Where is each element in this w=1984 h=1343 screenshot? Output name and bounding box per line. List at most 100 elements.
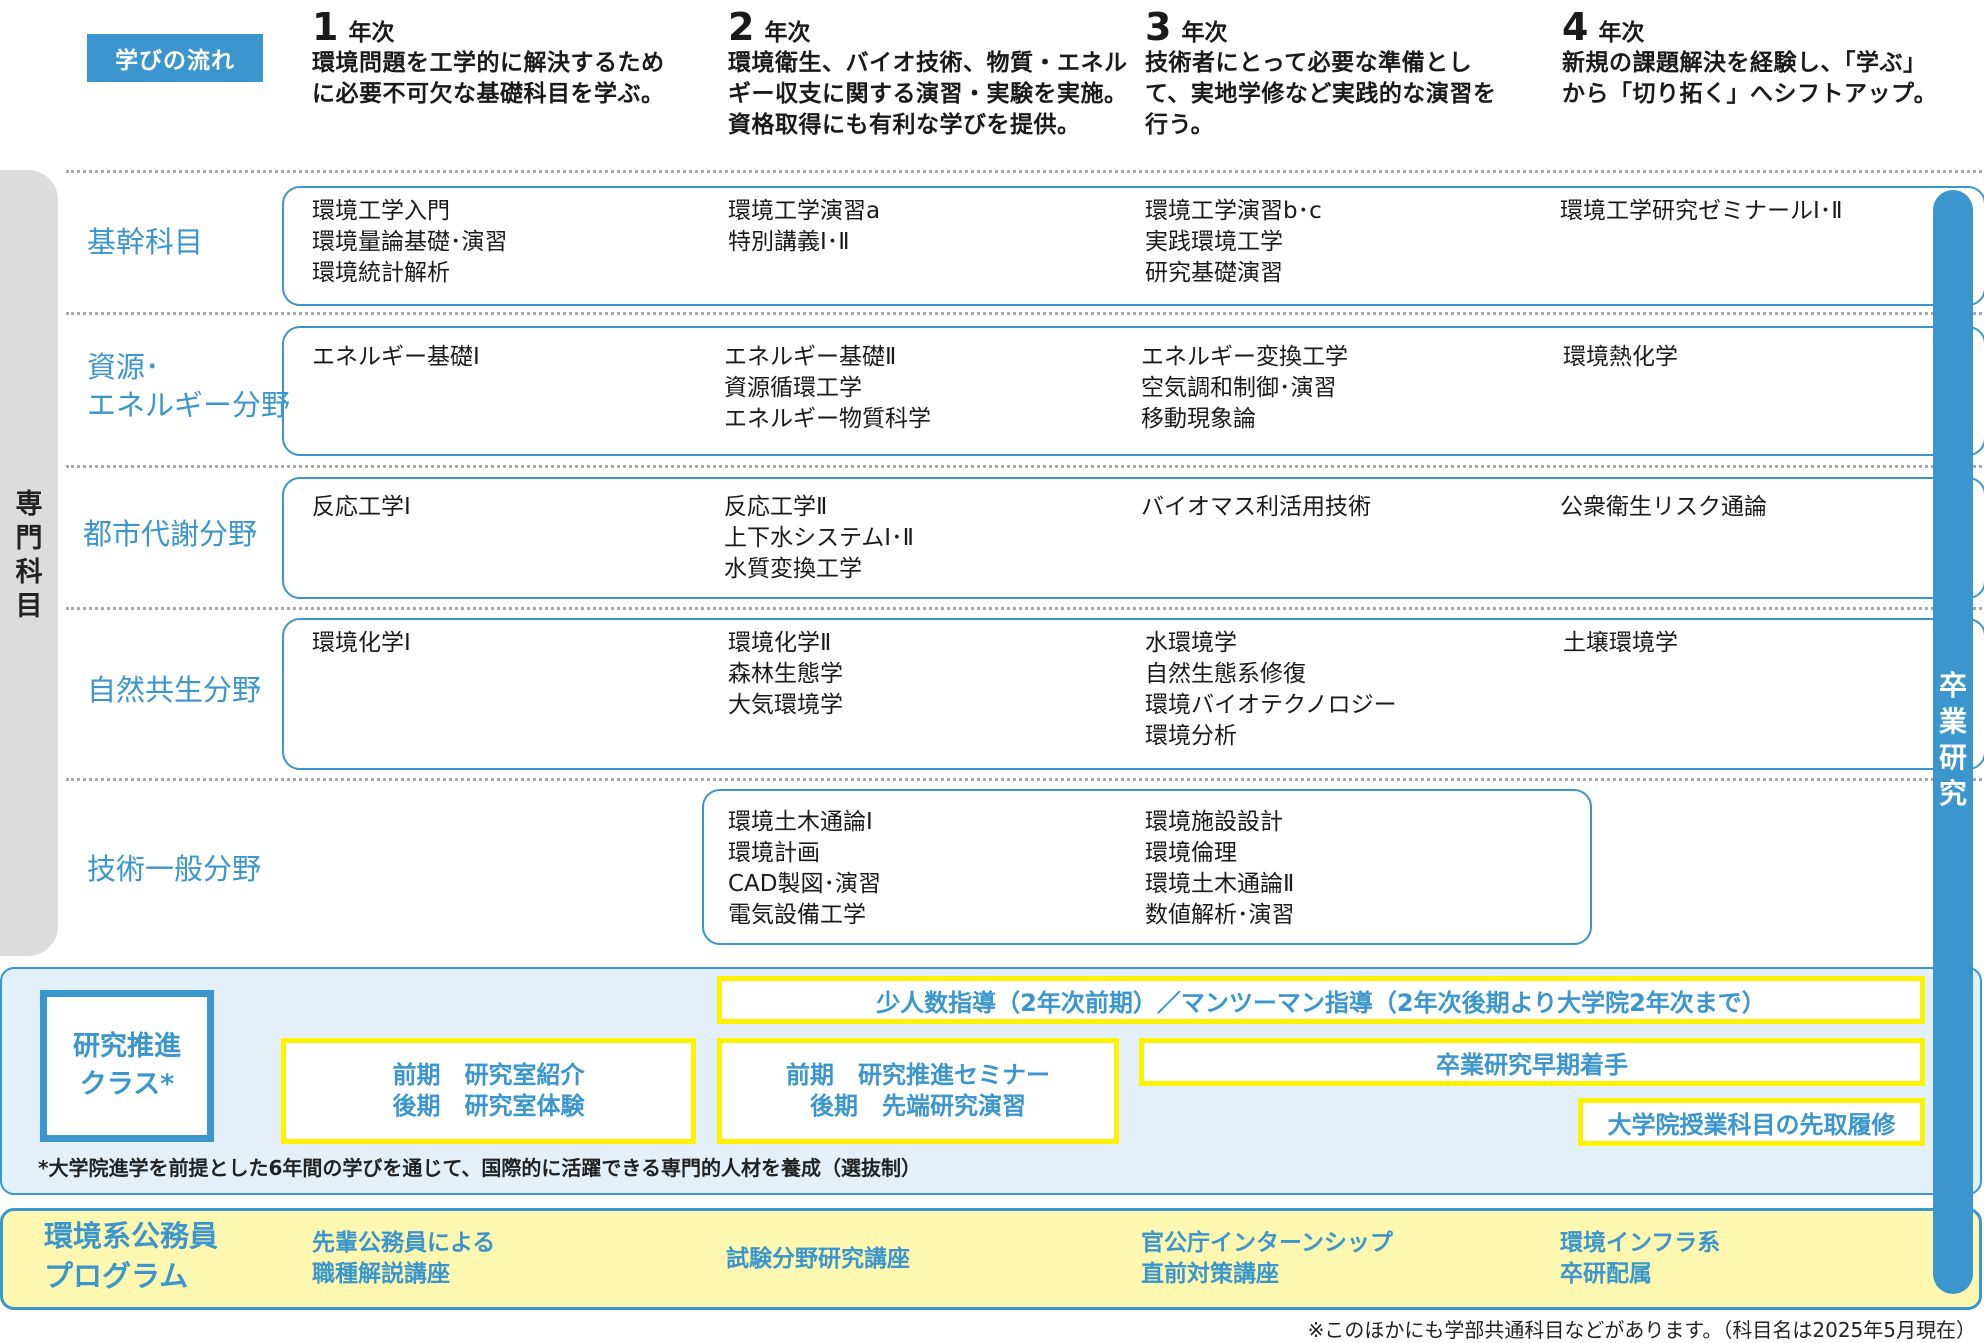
course-list: 環境工学演習b･c 実践環境工学 研究基礎演習 [1145, 196, 1322, 289]
research-year1-box: 前期 研究室紹介 後期 研究室体験 [281, 1038, 696, 1144]
course-item: 環境倫理 [1145, 840, 1237, 866]
course-list: 環境施設設計 環境倫理 環境土木通論Ⅱ 数値解析･演習 [1145, 807, 1295, 931]
course-item: 自然生態系修復 [1145, 661, 1306, 687]
early-start-box: 卒業研究早期着手 [1139, 1038, 1925, 1086]
course-list: 反応工学Ⅰ [312, 492, 411, 523]
course-list: 環境工学入門 環境量論基礎･演習 環境統計解析 [312, 196, 508, 289]
course-item: エネルギー基礎Ⅱ [724, 344, 897, 370]
course-item: 環境化学Ⅱ [728, 630, 832, 656]
year-2-description: 環境衛生、バイオ技術、物質・エネル ギー収支に関する演習・実験を実施。 資格取得… [728, 50, 1128, 138]
row-divider [66, 312, 1982, 315]
category-label-nature: 自然共生分野 [87, 673, 262, 707]
course-list: 環境熱化学 [1563, 342, 1678, 373]
category-box-energy [282, 326, 1984, 456]
course-item: 水質変換工学 [724, 556, 862, 582]
course-item: 資源循環工学 [724, 375, 862, 401]
course-item: 上下水システムⅠ･Ⅱ [724, 525, 914, 551]
course-item: 大気環境学 [728, 692, 843, 718]
course-list: バイオマス利活用技術 [1141, 492, 1371, 523]
course-item: 電気設備工学 [728, 902, 866, 928]
civil-item: 先輩公務員による 職種解説講座 [312, 1230, 496, 1287]
category-box-urban [282, 477, 1984, 599]
category-label-general: 技術一般分野 [87, 852, 262, 886]
bottom-note: ※このほかにも学部共通科目などがあります。（科目名は2025年5月現在） [1307, 1318, 1976, 1342]
course-item: 環境計画 [728, 840, 820, 866]
category-box-nature [282, 618, 1984, 770]
course-item: 環境施設設計 [1145, 809, 1283, 835]
course-list: 環境工学演習a 特別講義Ⅰ･Ⅱ [728, 196, 880, 258]
course-list: 環境土木通論Ⅰ 環境計画 CAD製図･演習 電気設備工学 [728, 807, 881, 931]
research-class-title: 研究推進 クラス* [40, 990, 214, 1142]
category-box-general [702, 789, 1592, 945]
course-item: 反応工学Ⅰ [312, 494, 411, 520]
course-list: 水環境学 自然生態系修復 環境バイオテクノロジー 環境分析 [1145, 628, 1397, 752]
course-item: 環境バイオテクノロジー [1145, 692, 1397, 718]
row-divider [66, 465, 1982, 468]
course-item: 公衆衛生リスク通論 [1560, 494, 1767, 520]
category-box-kikan [282, 186, 1984, 306]
course-list: 環境化学Ⅱ 森林生態学 大気環境学 [728, 628, 843, 721]
category-label-energy: 資源･ エネルギー分野 [87, 350, 291, 422]
course-list: エネルギー基礎Ⅰ [312, 342, 480, 373]
course-item: CAD製図･演習 [728, 871, 882, 897]
course-list: 公衆衛生リスク通論 [1560, 492, 1767, 523]
senmon-label: 専 門 科 目 [15, 489, 43, 622]
course-item: 環境土木通論Ⅰ [728, 809, 873, 835]
civil-item: 試験分野研究講座 [726, 1246, 910, 1272]
course-item: 環境工学演習b･c [1145, 198, 1322, 224]
graduation-research-column [1933, 190, 1973, 1294]
research-year2-box: 前期 研究推進セミナー 後期 先端研究演習 [717, 1038, 1119, 1144]
course-item: 特別講義Ⅰ･Ⅱ [728, 229, 850, 255]
course-item: 環境化学Ⅰ [312, 630, 411, 656]
course-list: 土壌環境学 [1563, 628, 1678, 659]
civil-program-section [0, 1208, 1982, 1310]
civil-program-title: 環境系公務員 プログラム [44, 1219, 219, 1293]
year-4-description: 新規の課題解決を経験し、「学ぶ」 から「切り拓く」へシフトアップ。 [1562, 50, 1938, 107]
course-list: 環境工学研究ゼミナールⅠ･Ⅱ [1560, 196, 1843, 227]
course-item: 移動現象論 [1141, 406, 1256, 432]
grad-courses-box: 大学院授業科目の先取履修 [1578, 1098, 1925, 1146]
category-label-kikan: 基幹科目 [87, 225, 204, 259]
course-item: エネルギー基礎Ⅰ [312, 344, 480, 370]
course-item: 森林生態学 [728, 661, 843, 687]
course-item: 数値解析･演習 [1145, 902, 1295, 928]
year-3-description: 技術者にとって必要な準備とし て、実地学修など実践的な演習を 行う。 [1145, 50, 1497, 138]
course-item: エネルギー変換工学 [1141, 344, 1348, 370]
civil-item: 環境インフラ系 卒研配属 [1560, 1230, 1721, 1287]
course-item: 環境統計解析 [312, 260, 450, 286]
graduation-research-label: 卒 業 研 究 [1938, 669, 1967, 810]
course-item: 環境工学研究ゼミナールⅠ･Ⅱ [1560, 198, 1843, 224]
course-item: 反応工学Ⅱ [724, 494, 828, 520]
category-label-urban: 都市代謝分野 [83, 517, 258, 551]
course-item: 環境熱化学 [1563, 344, 1678, 370]
course-item: エネルギー物質科学 [724, 406, 931, 432]
row-divider [66, 778, 1982, 781]
year-1-description: 環境問題を工学的に解決するため に必要不可欠な基礎科目を学ぶ。 [312, 50, 665, 107]
course-list: 反応工学Ⅱ 上下水システムⅠ･Ⅱ 水質変換工学 [724, 492, 914, 585]
course-item: 環境分析 [1145, 723, 1237, 749]
course-item: 研究基礎演習 [1145, 260, 1283, 286]
course-item: 土壌環境学 [1563, 630, 1678, 656]
course-item: 空気調和制御･演習 [1141, 375, 1337, 401]
course-item: 環境土木通論Ⅱ [1145, 871, 1295, 897]
civil-item: 官公庁インターンシップ 直前対策講座 [1141, 1230, 1393, 1287]
row-divider [66, 170, 1982, 173]
course-item: 環境量論基礎･演習 [312, 229, 508, 255]
guidance-box: 少人数指導（2年次前期）／マンツーマン指導（2年次後期より大学院2年次まで） [717, 976, 1925, 1024]
course-item: 実践環境工学 [1145, 229, 1283, 255]
course-item: 水環境学 [1145, 630, 1237, 656]
course-list: 環境化学Ⅰ [312, 628, 411, 659]
course-list: エネルギー基礎Ⅱ 資源循環工学 エネルギー物質科学 [724, 342, 931, 435]
senmon-column [0, 170, 58, 956]
course-item: 環境工学入門 [312, 198, 450, 224]
course-item: バイオマス利活用技術 [1141, 494, 1371, 520]
course-list: エネルギー変換工学 空気調和制御･演習 移動現象論 [1141, 342, 1348, 435]
flow-badge: 学びの流れ [87, 34, 263, 82]
research-note: *大学院進学を前提とした6年間の学びを通じて、国際的に活躍できる専門的人材を養成… [38, 1156, 921, 1180]
course-item: 環境工学演習a [728, 198, 881, 224]
row-divider [66, 607, 1982, 610]
